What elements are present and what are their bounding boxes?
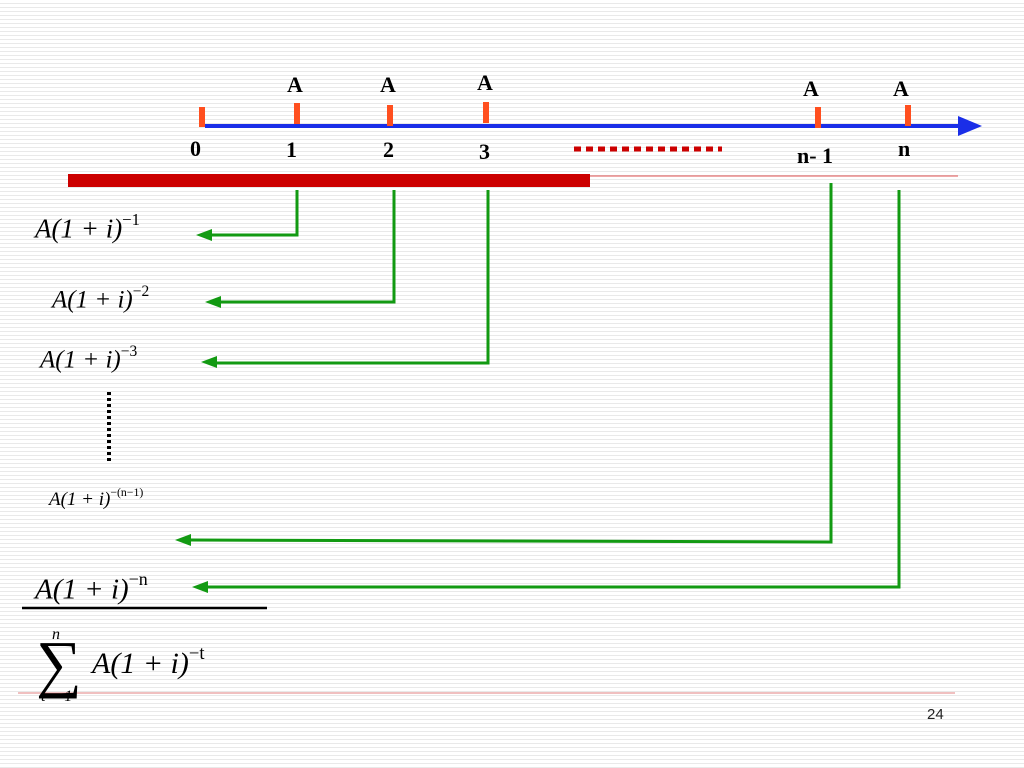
- discount-arrowhead-n: [192, 581, 208, 593]
- discount-arrowhead-n-minus-1: [175, 534, 191, 546]
- discount-arrowhead-2: [205, 296, 221, 308]
- tick-period-n-minus-1: [815, 107, 821, 128]
- formula-term-1-base: A(1 + i): [35, 213, 123, 244]
- formula-term-3-base: A(1 + i): [40, 346, 121, 374]
- tick-period-2: [387, 105, 393, 126]
- sum-body-base: A(1 + i): [92, 646, 189, 680]
- formula-term-2: A(1 + i)−2: [52, 284, 149, 313]
- payment-label-1: A: [287, 72, 303, 97]
- payment-label-2: A: [380, 72, 396, 97]
- sum-sigma: ∑: [36, 628, 82, 699]
- tick-period-3: [483, 102, 489, 123]
- formula-term-n-minus-1: A(1 + i)−(n−1): [49, 487, 143, 509]
- sum-upper-limit: n: [52, 626, 60, 643]
- page-number: 24: [927, 706, 944, 723]
- sum-body-exponent: −t: [188, 643, 205, 664]
- period-label-0: 0: [190, 136, 201, 161]
- formula-term-n-minus-1-exponent: −(n−1): [110, 486, 144, 499]
- formula-term-n-base: A(1 + i): [35, 573, 129, 606]
- formula-term-3-exponent: −3: [120, 343, 138, 360]
- payment-label-n-minus-1: A: [803, 76, 819, 101]
- payment-label-3: A: [477, 70, 493, 95]
- period-label-n: n: [898, 136, 911, 161]
- tick-period-0: [199, 107, 205, 127]
- discount-arrowhead-1: [196, 229, 212, 241]
- discount-arrow-1: [210, 190, 299, 237]
- sum-lower-limit: t = 1: [41, 688, 73, 705]
- period-label-2: 2: [383, 137, 394, 162]
- formula-term-2-base: A(1 + i): [52, 286, 133, 314]
- formula-term-n: A(1 + i)−n: [35, 570, 148, 604]
- present-value-bar: [68, 174, 590, 187]
- formula-term-1-exponent: −1: [122, 210, 141, 229]
- period-label-3: 3: [479, 139, 490, 164]
- formula-term-n-exponent: −n: [128, 569, 148, 589]
- discount-arrow-n-minus-1: [189, 183, 833, 544]
- period-label-n-minus-1: n- 1: [797, 143, 834, 168]
- formula-term-n-minus-1-base: A(1 + i): [49, 488, 111, 510]
- tick-period-1: [294, 103, 300, 124]
- period-label-1: 1: [286, 137, 297, 162]
- discount-arrow-2: [220, 190, 396, 304]
- payment-label-n: A: [893, 76, 909, 101]
- tick-period-n: [905, 105, 911, 126]
- formula-term-2-exponent: −2: [132, 283, 150, 300]
- formula-term-3: A(1 + i)−3: [40, 344, 137, 373]
- discount-arrow-n: [207, 190, 901, 589]
- formula-term-1: A(1 + i)−1: [35, 210, 141, 244]
- time-axis-arrowhead: [958, 116, 982, 136]
- sum-body: A(1 + i)−t: [92, 643, 205, 680]
- discount-arrow-3: [216, 190, 490, 365]
- discount-arrowhead-3: [201, 356, 217, 368]
